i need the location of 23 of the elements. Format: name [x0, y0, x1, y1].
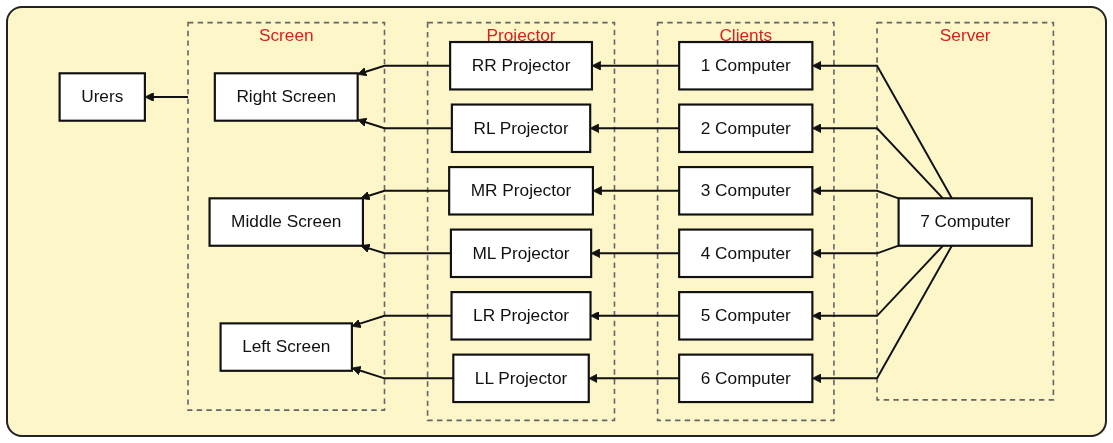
- cluster: [187, 21, 386, 411]
- node-box: [678, 291, 814, 341]
- node-box: [450, 103, 592, 154]
- cluster: [656, 21, 835, 422]
- node-box: [452, 353, 590, 404]
- node-box: [678, 40, 814, 91]
- node-box: [449, 40, 594, 91]
- node-box: [219, 322, 353, 372]
- node-box: [678, 166, 814, 216]
- node-box: [450, 291, 592, 341]
- node-box: [448, 166, 594, 216]
- panel-background: Screen Projector Clients Server Urers Right Screen Middle Screen Left Screen RR Projector RL Projector MR Projector ML Projector LR Projector LL Projector 1 Computer 2 Computer 3 Computer 4 Computer 5 Computer 6 Computer 7 Computer: [6, 6, 1107, 437]
- arrow: [144, 92, 189, 102]
- node-box: [449, 228, 593, 279]
- cluster: [426, 21, 616, 422]
- node-box: [678, 103, 814, 154]
- node-box: [208, 197, 364, 247]
- node-box: [58, 72, 146, 122]
- node-box: [678, 353, 814, 404]
- cluster: [876, 21, 1055, 401]
- node-box: [897, 197, 1033, 247]
- node-box: [213, 72, 359, 122]
- node-box: [678, 228, 814, 279]
